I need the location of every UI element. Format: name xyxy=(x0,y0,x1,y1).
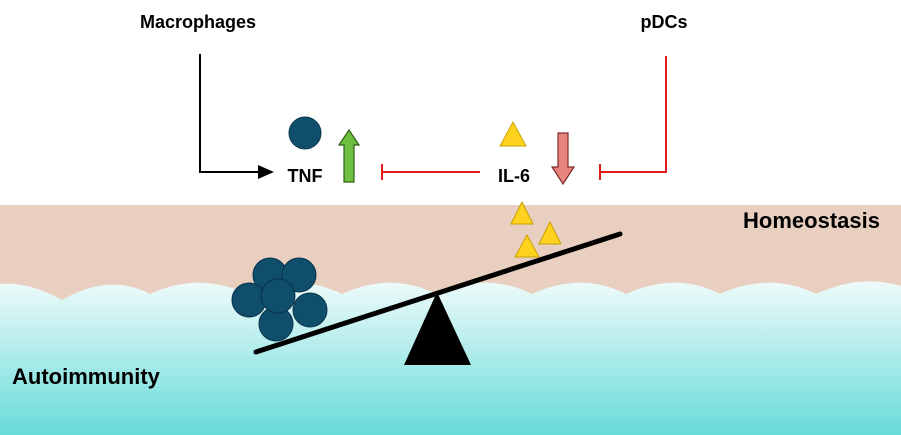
il6-cluster-triangle xyxy=(510,200,534,225)
arrow-up-icon xyxy=(337,128,361,183)
pdcs-label: pDCs xyxy=(640,12,687,32)
activation-arrowhead-icon xyxy=(258,165,274,179)
tnf-cluster xyxy=(231,257,328,342)
pdcs-inhibition-line xyxy=(600,56,667,173)
tnf-circle-icon xyxy=(288,116,322,150)
tnf-cluster-circle xyxy=(292,292,328,328)
arrow-down-icon xyxy=(550,132,576,186)
il6-triangle-icon xyxy=(499,120,527,147)
tnf-label: TNF xyxy=(288,166,323,186)
homeostasis-label: Homeostasis xyxy=(743,208,880,233)
seesaw-fulcrum-icon xyxy=(404,292,471,365)
il6-cluster-triangle xyxy=(514,233,540,258)
tnf-cluster-circle xyxy=(260,278,296,314)
il6-label: IL-6 xyxy=(498,166,530,186)
il6-cluster xyxy=(510,200,562,258)
macrophages-label: Macrophages xyxy=(140,12,256,32)
il6-cluster-triangle xyxy=(538,220,562,245)
tnf-cluster-circle xyxy=(231,282,267,318)
macrophages-activation-line xyxy=(199,54,262,173)
seesaw-beam xyxy=(253,231,623,355)
seesaw-icon xyxy=(253,231,623,365)
tnf-cluster-circle xyxy=(281,257,317,293)
autoimmunity-label: Autoimmunity xyxy=(12,364,161,389)
